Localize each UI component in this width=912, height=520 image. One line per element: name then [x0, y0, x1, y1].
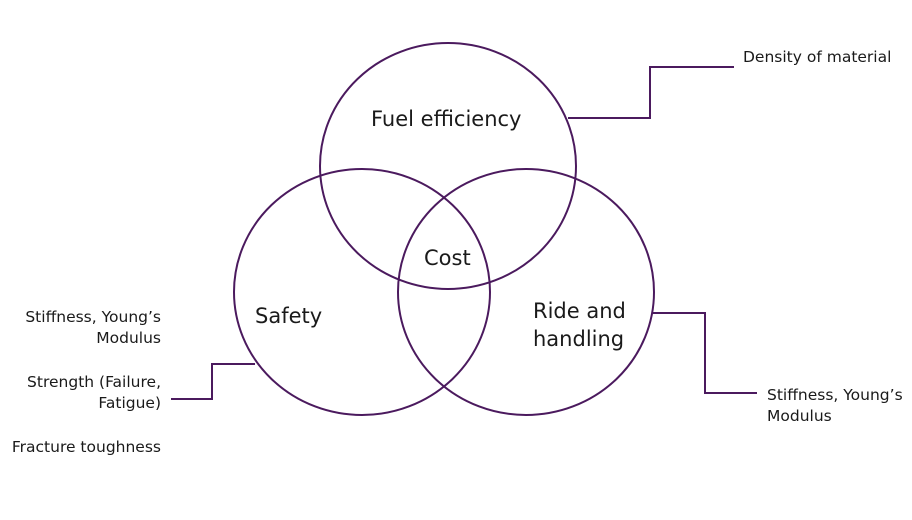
density-annotation: Density of material: [743, 48, 892, 66]
ride-label-line2: handling: [533, 327, 625, 351]
safety-stiffness-line2: Modulus: [96, 329, 161, 347]
safety-circle: [233, 168, 491, 416]
safety-stiffness-annotation: Stiffness, Young’s Modulus: [25, 307, 161, 349]
ride-connector: [652, 312, 757, 394]
fuel-efficiency-label: Fuel efficiency: [371, 107, 522, 131]
strength-line2: Fatigue): [98, 394, 161, 412]
ride-handling-circle: [397, 168, 655, 416]
safety-connector: [171, 363, 255, 400]
ride-stiffness-line1: Stiffness, Young’s: [767, 386, 903, 404]
ride-stiffness-line2: Modulus: [767, 407, 832, 425]
strength-line1: Strength (Failure,: [27, 373, 161, 391]
ride-label-line1: Ride and: [533, 299, 626, 323]
ride-stiffness-annotation: Stiffness, Young’s Modulus: [767, 385, 903, 427]
fracture-toughness-annotation: Fracture toughness: [11, 438, 161, 456]
ride-handling-label: Ride and handling: [533, 297, 626, 353]
cost-label: Cost: [424, 246, 471, 270]
strength-annotation: Strength (Failure, Fatigue): [27, 372, 161, 414]
fuel-efficiency-circle: [319, 42, 577, 290]
density-connector: [568, 66, 734, 119]
safety-label: Safety: [255, 304, 323, 328]
safety-stiffness-line1: Stiffness, Young’s: [25, 308, 161, 326]
